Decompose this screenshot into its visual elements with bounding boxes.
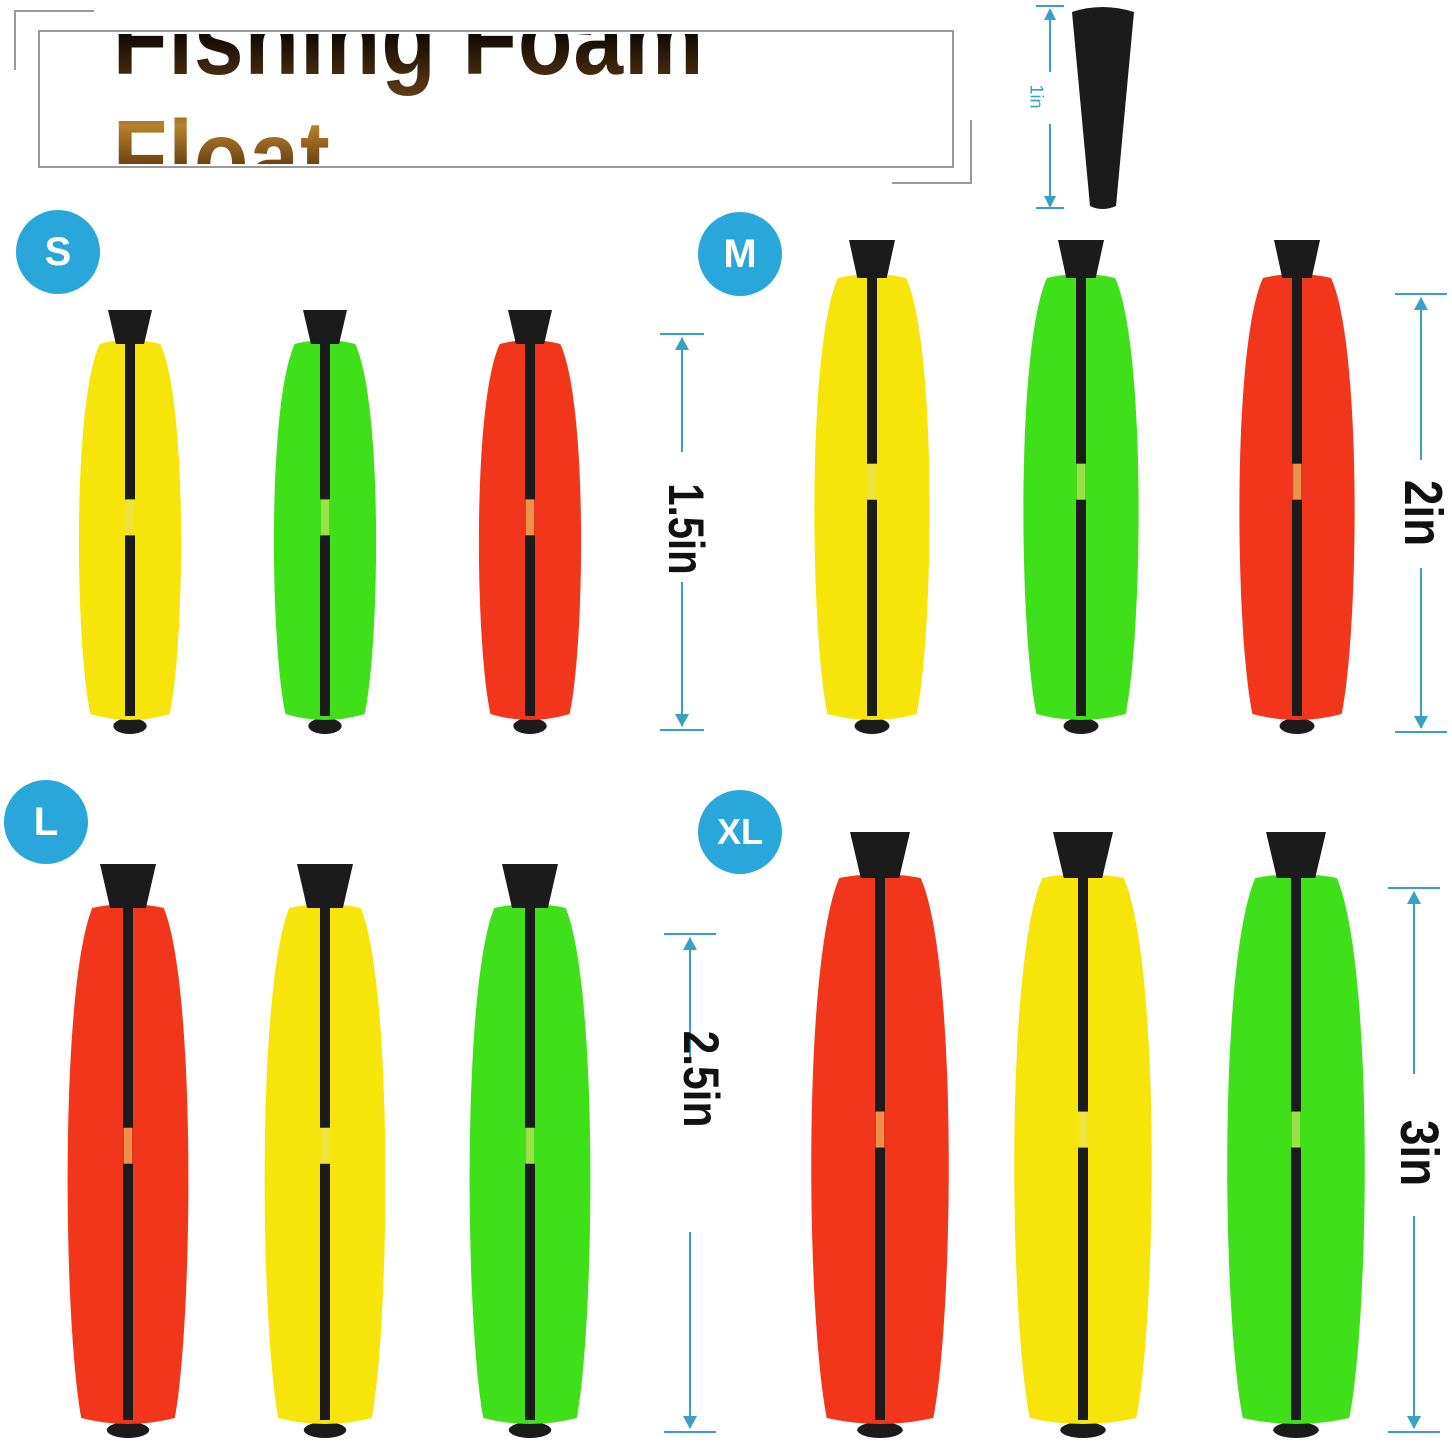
float-slot-line xyxy=(1292,278,1302,464)
float-slot-glow xyxy=(876,1111,884,1148)
float-top-peg xyxy=(1266,832,1326,878)
float-bottom-peg xyxy=(857,1422,903,1438)
dimension-label-m: 2in xyxy=(1393,479,1452,547)
float-slot-line xyxy=(867,499,877,716)
float-slot-line xyxy=(1076,278,1086,464)
size-badge-l: L xyxy=(4,780,88,864)
float-slot-line xyxy=(125,344,135,500)
float-slot-glow xyxy=(1077,463,1085,500)
float-slot-line xyxy=(875,878,885,1112)
size-badge-label: S xyxy=(44,229,72,274)
float-slot-line xyxy=(123,908,133,1128)
float-slot-glow xyxy=(1079,1111,1087,1148)
dimension-arrow xyxy=(675,337,689,350)
size-badge-s: S xyxy=(16,210,100,294)
float-slot-glow xyxy=(321,1127,329,1164)
float-bottom-peg xyxy=(106,1422,150,1438)
dimension-arrow xyxy=(683,1416,697,1429)
title-box xyxy=(38,30,954,168)
float-slot-glow xyxy=(868,463,876,500)
dimension-arrow xyxy=(1414,716,1428,729)
float-slot-glow xyxy=(321,499,329,536)
float-slot-glow xyxy=(1293,463,1301,500)
size-badge-m: M xyxy=(698,212,782,296)
frame-corner-line xyxy=(14,10,16,70)
dimension-arrow xyxy=(1407,1416,1421,1429)
float-top-peg xyxy=(1274,240,1320,278)
size-badge-label: L xyxy=(33,799,59,844)
float-top-peg xyxy=(850,832,910,878)
float-slot-glow xyxy=(526,499,534,536)
float-slot-line xyxy=(1291,1147,1301,1420)
dimension-arrow xyxy=(675,714,689,727)
float-slot-line xyxy=(525,1163,535,1420)
float-top-peg xyxy=(100,864,156,908)
dimension-label-l: 2.5in xyxy=(673,1030,729,1128)
float-bottom-peg xyxy=(303,1422,347,1438)
float-slot-glow xyxy=(124,1127,132,1164)
size-badge-label: M xyxy=(723,231,757,276)
dimension-arrow xyxy=(683,937,697,950)
float-slot-line xyxy=(525,344,535,500)
float-slot-line xyxy=(1076,499,1086,716)
float-slot-line xyxy=(320,344,330,500)
float-slot-line xyxy=(123,1163,133,1420)
float-slot-line xyxy=(867,278,877,464)
float-slot-line xyxy=(1078,1147,1088,1420)
size-badge-label: XL xyxy=(716,811,763,852)
float-slot-line xyxy=(1078,878,1088,1112)
float-bottom-peg xyxy=(308,718,342,734)
float-bottom-peg xyxy=(1060,1422,1106,1438)
float-top-peg xyxy=(502,864,558,908)
float-slot-line xyxy=(525,908,535,1128)
float-bottom-peg xyxy=(1063,718,1099,734)
cone-dimension-label: 1in xyxy=(1026,84,1047,109)
float-slot-line xyxy=(525,535,535,716)
float-top-peg xyxy=(1058,240,1104,278)
float-slot-line xyxy=(1292,499,1302,716)
float-slot-glow xyxy=(1292,1111,1300,1148)
float-top-peg xyxy=(303,310,347,344)
float-bottom-peg xyxy=(513,718,547,734)
dimension-arrow xyxy=(1414,297,1428,310)
float-slot-glow xyxy=(526,1127,534,1164)
float-slot-line xyxy=(320,535,330,716)
float-top-peg xyxy=(297,864,353,908)
float-bottom-peg xyxy=(508,1422,552,1438)
float-slot-line xyxy=(875,1147,885,1420)
float-bottom-peg xyxy=(1273,1422,1319,1438)
frame-corner-line xyxy=(14,10,94,12)
frame-corner-line xyxy=(970,120,972,184)
float-bottom-peg xyxy=(1279,718,1315,734)
float-top-peg xyxy=(108,310,152,344)
float-slot-line xyxy=(125,535,135,716)
float-bottom-peg xyxy=(854,718,890,734)
frame-corner-line xyxy=(892,182,972,184)
float-slot-line xyxy=(320,1163,330,1420)
float-top-peg xyxy=(849,240,895,278)
float-slot-glow xyxy=(126,499,134,536)
dimension-arrow xyxy=(1044,196,1056,208)
float-slot-line xyxy=(320,908,330,1128)
dimension-arrow xyxy=(1044,8,1056,20)
float-top-peg xyxy=(508,310,552,344)
title-frame xyxy=(14,10,972,184)
float-slot-line xyxy=(1291,878,1301,1112)
float-top-peg xyxy=(1053,832,1113,878)
rubber-stopper-cone xyxy=(1072,7,1134,209)
dimension-label-s: 1.5in xyxy=(658,483,714,575)
dimension-label-xl: 3in xyxy=(1389,1119,1449,1187)
size-badge-xl: XL xyxy=(698,790,782,874)
dimension-arrow xyxy=(1407,891,1421,904)
float-bottom-peg xyxy=(113,718,147,734)
